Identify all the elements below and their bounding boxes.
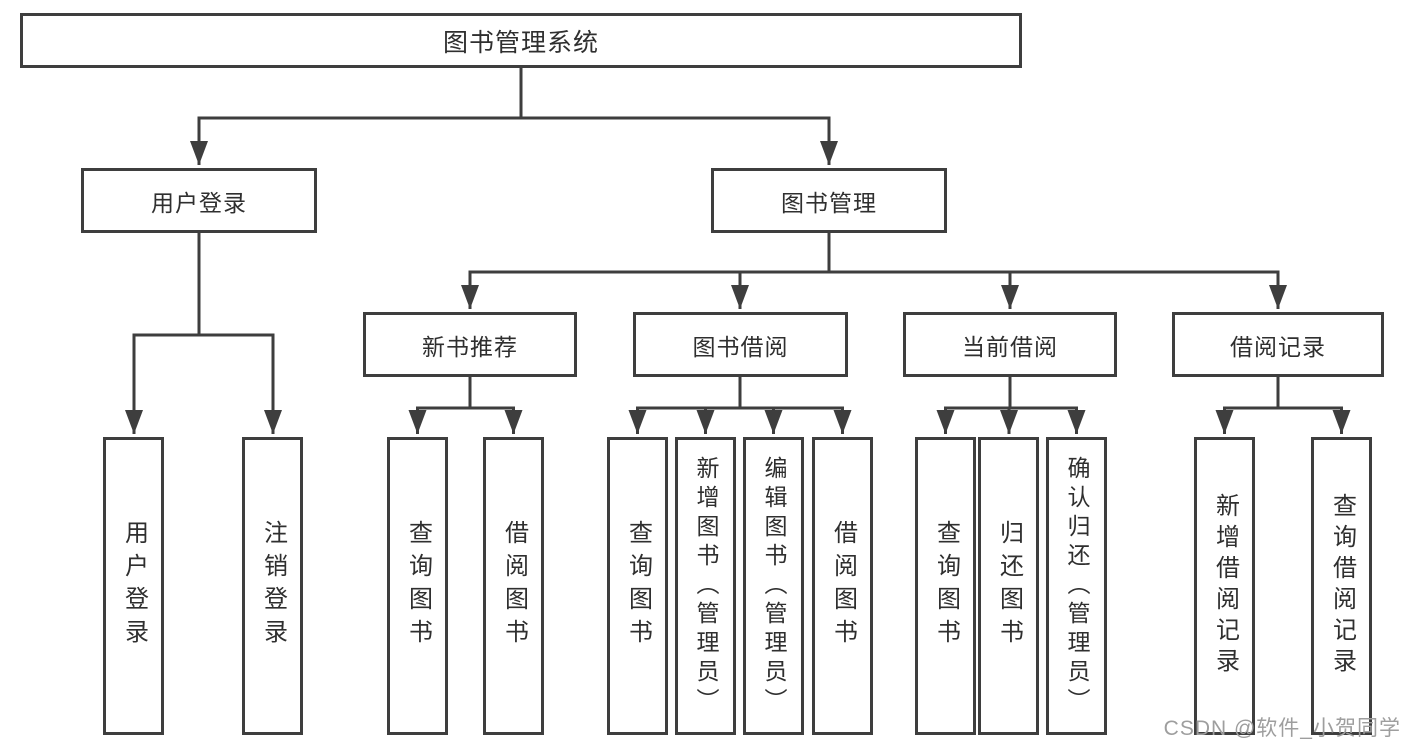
leaf-query-books-current-label: 查询图书 — [932, 520, 960, 652]
leaf-borrow-books-borrowing-label: 借阅图书 — [829, 520, 857, 652]
node-borrowing-records: 借阅记录 — [1172, 312, 1384, 377]
node-user-login: 用户登录 — [81, 168, 317, 233]
node-current-borrowing: 当前借阅 — [903, 312, 1117, 377]
node-book-management-label: 图书管理 — [781, 189, 877, 216]
node-root-label: 图书管理系统 — [442, 28, 599, 57]
leaf-query-books-borrowing-label: 查询图书 — [624, 520, 652, 652]
leaf-add-books-admin: 新增图书（管理员） — [675, 437, 736, 735]
leaf-user-login-label: 用户登录 — [120, 520, 148, 652]
leaf-query-books-recommend: 查询图书 — [387, 437, 448, 735]
node-user-login-label: 用户登录 — [151, 189, 247, 216]
node-borrowing-records-label: 借阅记录 — [1230, 333, 1326, 360]
leaf-add-borrow-record-label: 新增借阅记录 — [1211, 493, 1239, 679]
leaf-confirm-return-admin-label: 确认归还（管理员） — [1064, 455, 1090, 717]
leaf-add-borrow-record: 新增借阅记录 — [1194, 437, 1255, 735]
leaf-borrow-books-recommend: 借阅图书 — [483, 437, 544, 735]
leaf-edit-books-admin: 编辑图书（管理员） — [743, 437, 804, 735]
node-new-book-recommendation-label: 新书推荐 — [422, 333, 518, 360]
leaf-edit-books-admin-label: 编辑图书（管理员） — [761, 455, 787, 717]
leaf-borrow-books-borrowing: 借阅图书 — [812, 437, 873, 735]
leaf-confirm-return-admin: 确认归还（管理员） — [1046, 437, 1107, 735]
node-book-management: 图书管理 — [711, 168, 947, 233]
leaf-query-borrow-record: 查询借阅记录 — [1311, 437, 1372, 735]
node-current-borrowing-label: 当前借阅 — [962, 333, 1058, 360]
leaf-query-books-recommend-label: 查询图书 — [404, 520, 432, 652]
node-book-borrowing: 图书借阅 — [633, 312, 848, 377]
leaf-return-books: 归还图书 — [978, 437, 1039, 735]
leaf-return-books-label: 归还图书 — [995, 520, 1023, 652]
leaf-query-books-borrowing: 查询图书 — [607, 437, 668, 735]
csdn-watermark: CSDN @软件_小贺同学 — [1163, 717, 1401, 740]
leaf-query-borrow-record-label: 查询借阅记录 — [1328, 493, 1356, 679]
leaf-add-books-admin-label: 新增图书（管理员） — [693, 455, 719, 717]
leaf-logout-login: 注销登录 — [242, 437, 303, 735]
leaf-user-login: 用户登录 — [103, 437, 164, 735]
node-new-book-recommendation: 新书推荐 — [363, 312, 577, 377]
node-book-borrowing-label: 图书借阅 — [692, 333, 789, 360]
leaf-query-books-current: 查询图书 — [915, 437, 976, 735]
leaf-borrow-books-recommend-label: 借阅图书 — [500, 520, 528, 652]
node-root: 图书管理系统 — [20, 13, 1022, 68]
leaf-logout-login-label: 注销登录 — [259, 520, 287, 652]
